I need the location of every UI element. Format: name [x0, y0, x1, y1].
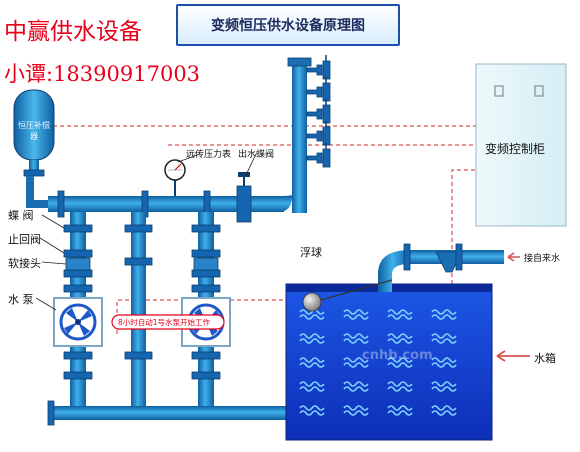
tank-label: 恒压补偿器 — [18, 121, 50, 141]
pressure-gauge — [164, 159, 186, 196]
water-inlet-arrow — [507, 252, 520, 262]
pump-switch-note: 8小时自动1号水泵开始工作 — [118, 318, 211, 327]
branch-fittings — [63, 224, 221, 380]
diagram-title: 变频恒压供水设备原理图 — [176, 4, 400, 46]
butterfly-valve-label: 蝶 阀 — [8, 209, 34, 222]
riser-branch-valves — [306, 55, 331, 168]
bypass-pipe — [131, 212, 146, 412]
pump-1 — [53, 297, 103, 347]
water-inlet-label: 接自来水 — [524, 254, 561, 264]
control-cabinet-label: 变频控制柜 — [485, 142, 546, 156]
water-tank-arrow — [496, 350, 530, 362]
label-leader-lines — [35, 153, 257, 311]
inlet-pipe — [313, 243, 504, 303]
pressure-tank — [13, 89, 55, 208]
soft-joint-label: 软接头 — [8, 257, 41, 270]
control-cabinet — [475, 63, 567, 227]
outlet-butterfly-valve — [236, 172, 252, 223]
float-ball-label: 浮球 — [300, 246, 322, 259]
float-ball — [302, 292, 322, 312]
check-valve-label: 止回阀 — [8, 233, 41, 246]
pump-switch-note-box — [111, 314, 225, 330]
company-name: 中赢供水设备 — [4, 19, 142, 45]
suction-header-pipe — [50, 406, 294, 420]
watermark: cnhb.com — [362, 348, 433, 363]
contact-phone: 小谭:18390917003 — [4, 62, 201, 86]
pressure-gauge-label: 远传压力表 — [186, 150, 232, 160]
outlet-valve-label: 出水蝶阀 — [238, 150, 275, 160]
water-tank-label: 水箱 — [534, 352, 556, 365]
riser-flange — [287, 57, 312, 67]
pump-label: 水 泵 — [8, 293, 34, 306]
suction-flange-left — [47, 400, 55, 426]
